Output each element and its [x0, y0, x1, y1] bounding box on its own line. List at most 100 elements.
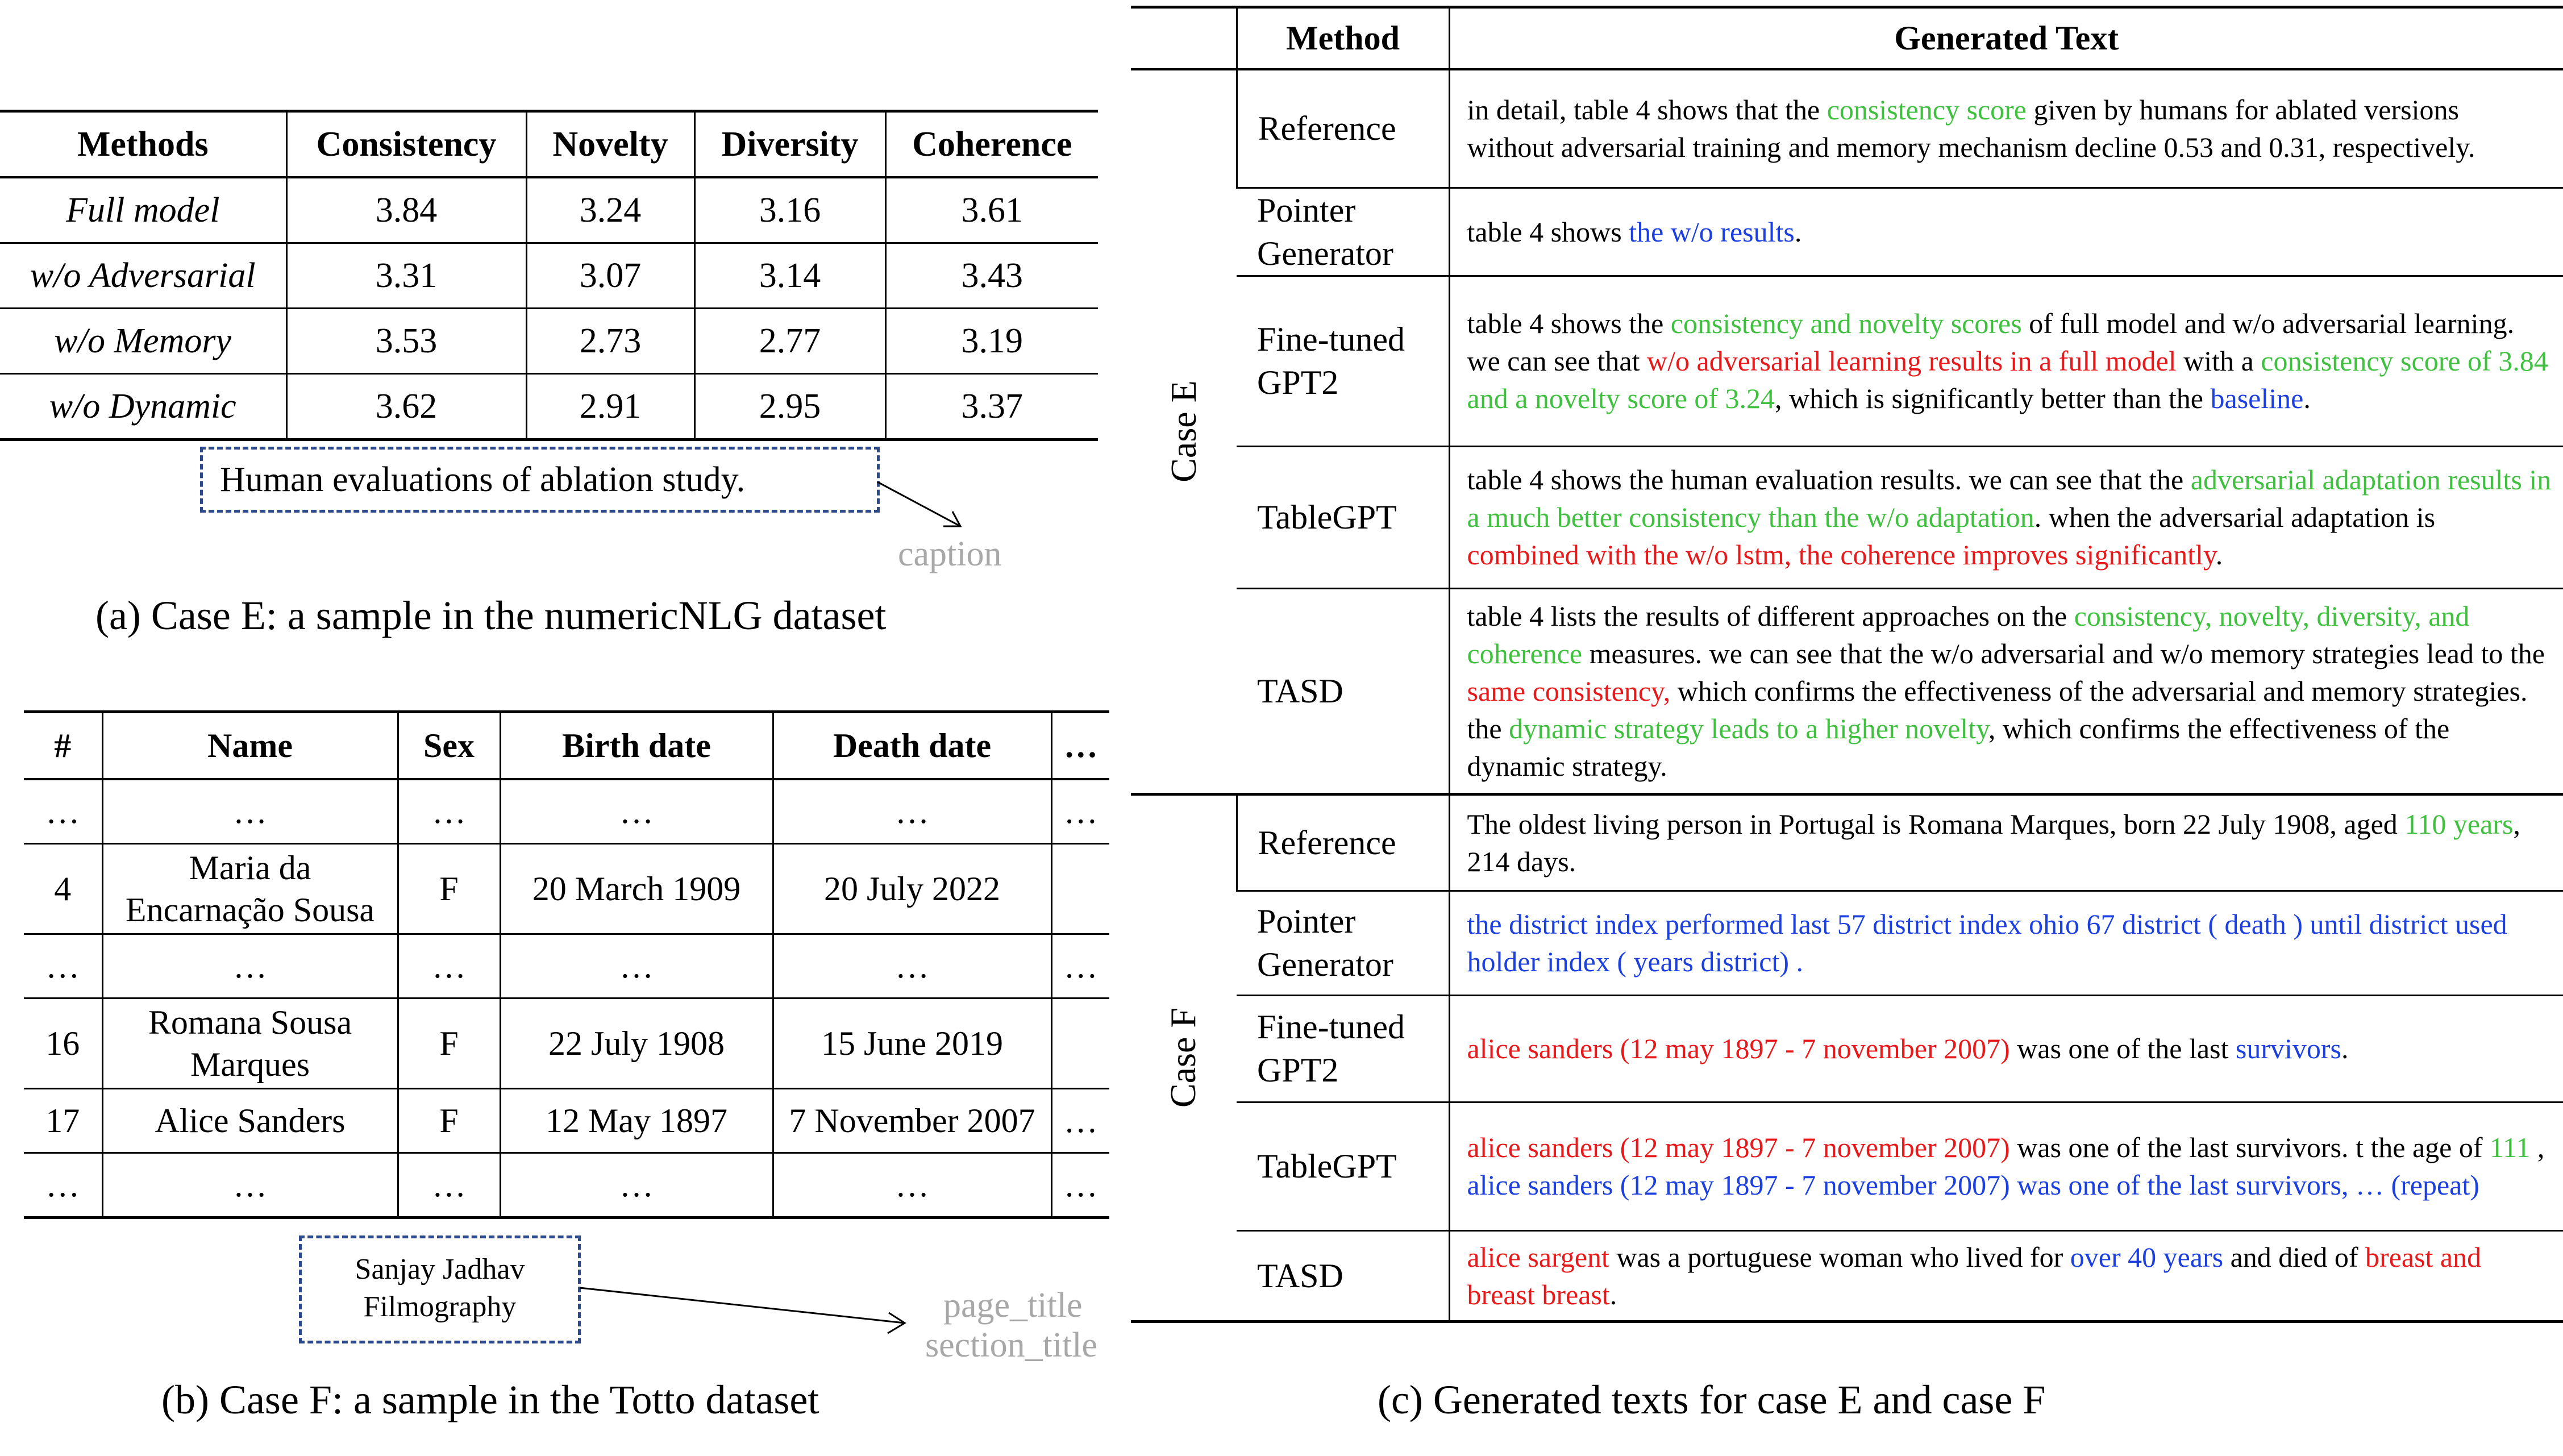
text-segment: the w/o results	[1629, 215, 1795, 248]
table-row: TASD table 4 lists the results of differ…	[1131, 588, 2563, 796]
text-segment: 111	[2490, 1131, 2531, 1163]
page-title-tag: page_title	[943, 1286, 1083, 1325]
text-segment: with a	[2176, 345, 2261, 377]
table-row: 17 Alice Sanders F 12 May 1897 7 Novembe…	[24, 1088, 1109, 1154]
table-row: Full model 3.84 3.24 3.16 3.61	[0, 177, 1098, 244]
cell: Maria da Encarnação Sousa	[101, 843, 398, 935]
subcaption-c: (c) Generated texts for case E and case …	[1378, 1377, 2046, 1422]
method-cell: w/o Memory	[0, 308, 286, 375]
text-segment: w/o adversarial learning results in a fu…	[1647, 345, 2177, 377]
cell: …	[101, 1153, 398, 1219]
text-segment: survivors	[2235, 1033, 2342, 1064]
table-row: 16 Romana Sousa Marques F 22 July 1908 1…	[24, 998, 1109, 1089]
cell: F	[397, 998, 500, 1089]
header-cell: Novelty	[525, 110, 694, 178]
value-cell: 3.84	[285, 177, 526, 244]
text-segment: alice sanders (12 may 1897 - 7 november …	[1467, 1131, 2010, 1163]
totto-header-row: # Name Sex Birth date Death date …	[24, 710, 1109, 780]
method-cell: w/o Adversarial	[0, 243, 286, 309]
text-segment: of full model and w/o adversarial learni…	[1467, 307, 2515, 377]
cell: …	[499, 1153, 773, 1219]
value-cell: 3.07	[525, 243, 694, 309]
subcaption-b: (b) Case F: a sample in the Totto datase…	[161, 1377, 819, 1422]
cell: …	[1050, 1088, 1109, 1154]
caption-box-text: Human evaluations of ablation study.	[220, 460, 746, 499]
generated-text: alice sanders (12 may 1897 - 7 november …	[1448, 995, 2563, 1103]
table-row: 4 Maria da Encarnação Sousa F 20 March 1…	[24, 843, 1109, 935]
caption-tag: caption	[898, 535, 1002, 573]
table-row: Pointer Generator the district index per…	[1131, 891, 2563, 996]
text-segment: the district index performed last 57 dis…	[1467, 908, 2507, 977]
table-row: w/o Memory 3.53 2.73 2.77 3.19	[0, 308, 1098, 375]
value-cell: 2.91	[525, 373, 694, 441]
title-arrow	[579, 1287, 906, 1334]
generated-text: in detail, table 4 shows that the consis…	[1448, 69, 2563, 189]
ablation-header-row: Methods Consistency Novelty Diversity Co…	[0, 110, 1098, 178]
value-cell: 3.16	[693, 177, 885, 244]
cell: …	[1050, 779, 1109, 845]
text-segment: alice sanders (12 may 1897 - 7 november …	[1467, 1169, 2479, 1201]
text-segment: . when the adversarial adaptation is	[2034, 501, 2436, 533]
text-segment: over 40 years	[2070, 1241, 2224, 1273]
text-segment: 110 years	[2404, 808, 2514, 840]
header-cell: Sex	[397, 710, 500, 780]
header-cell: #	[24, 710, 102, 780]
text-segment: given by humans for ablated versions wit…	[1467, 94, 2475, 164]
text-segment: alice sargent	[1467, 1241, 1609, 1273]
text-segment: .	[2215, 539, 2223, 571]
cell: Alice Sanders	[101, 1088, 398, 1154]
cell: …	[24, 779, 102, 845]
table-row: Pointer Generator table 4 shows the w/o …	[1131, 188, 2563, 277]
cell: 7 November 2007	[772, 1088, 1051, 1154]
cell: 16	[24, 998, 102, 1089]
method-cell: TASD	[1237, 588, 1449, 796]
text-segment: which confirms the effectiveness of the …	[1467, 675, 2528, 744]
cell: 20 March 1909	[499, 843, 773, 935]
text-segment: table 4 shows	[1467, 215, 1629, 248]
table-row: Fine-tuned GPT2 table 4 shows the consis…	[1131, 276, 2563, 447]
totto-table: # Name Sex Birth date Death date … … … ……	[24, 710, 1109, 1219]
value-cell: 3.24	[525, 177, 694, 244]
cell: F	[397, 843, 500, 935]
cell: 22 July 1908	[499, 998, 773, 1089]
value-cell: 3.61	[884, 177, 1098, 244]
text-segment: consistency score	[1826, 94, 2027, 126]
section-title-tag: section_title	[925, 1326, 1098, 1365]
cell: …	[499, 934, 773, 999]
cell: …	[1050, 1153, 1109, 1219]
header-cell: Name	[101, 710, 398, 780]
text-segment: combined with the w/o lstm, the coherenc…	[1467, 539, 2216, 571]
table-row: … … … … … …	[24, 779, 1109, 845]
header-cell: Diversity	[693, 110, 885, 178]
text-segment: baseline	[2210, 382, 2304, 414]
header-cell: Death date	[772, 710, 1051, 780]
value-cell: 3.43	[884, 243, 1098, 309]
cell: 4	[24, 843, 102, 935]
text-segment: .	[2303, 382, 2311, 414]
header-cell	[1131, 6, 1237, 70]
subcaption-a: (a) Case E: a sample in the numericNLG d…	[95, 593, 887, 638]
cell: …	[772, 1153, 1051, 1219]
value-cell: 3.31	[285, 243, 526, 309]
value-cell: 2.95	[693, 373, 885, 441]
table-row: TASD alice sargent was a portuguese woma…	[1131, 1230, 2563, 1323]
cell	[1050, 998, 1109, 1089]
generated-text: table 4 shows the w/o results.	[1448, 188, 2563, 277]
cell: …	[1050, 934, 1109, 999]
text-segment: and died of	[2223, 1241, 2366, 1273]
text-segment: , 214 days.	[1467, 808, 2520, 877]
group-label: Case E	[1163, 380, 1204, 483]
text-segment: was one of the last	[2009, 1033, 2236, 1064]
table-row: Case E Reference in detail, table 4 show…	[1131, 69, 2563, 796]
text-segment: measures. we can see that the w/o advers…	[1582, 637, 2545, 669]
value-cell: 3.53	[285, 308, 526, 375]
generated-text: table 4 shows the human evaluation resul…	[1448, 446, 2563, 589]
header-cell: Method	[1235, 6, 1449, 70]
text-segment: breast and breast breast	[1467, 1241, 2482, 1311]
header-cell: Birth date	[499, 710, 773, 780]
text-segment: The oldest living person in Portugal is …	[1467, 808, 2405, 840]
caption-box: Human evaluations of ablation study.	[200, 447, 880, 513]
cell: F	[397, 1088, 500, 1154]
text-segment: dynamic strategy leads to a higher novel…	[1509, 712, 1988, 744]
value-cell: 3.62	[285, 373, 526, 441]
